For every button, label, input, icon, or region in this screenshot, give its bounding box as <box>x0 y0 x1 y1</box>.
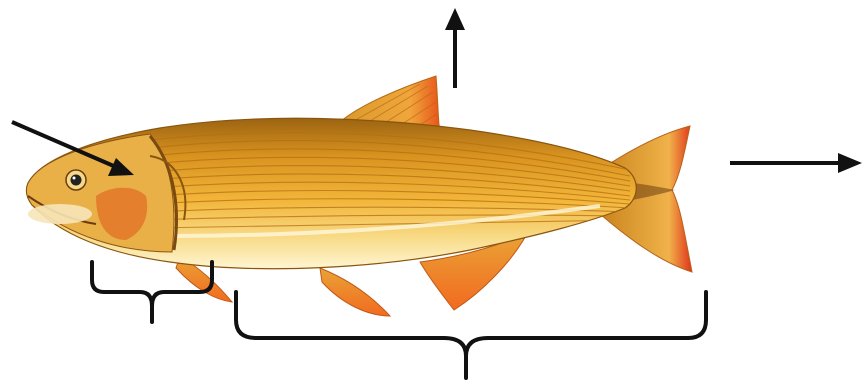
lower-jaw <box>28 204 92 224</box>
pelvic-fin <box>320 268 390 316</box>
body-brace <box>236 292 706 378</box>
fish-head <box>26 134 174 252</box>
fish-pupil <box>71 175 82 186</box>
eye-highlight <box>73 177 76 180</box>
arrow-up-above-dorsal-fin <box>445 8 465 88</box>
arrow-right-past-tail <box>730 153 862 173</box>
